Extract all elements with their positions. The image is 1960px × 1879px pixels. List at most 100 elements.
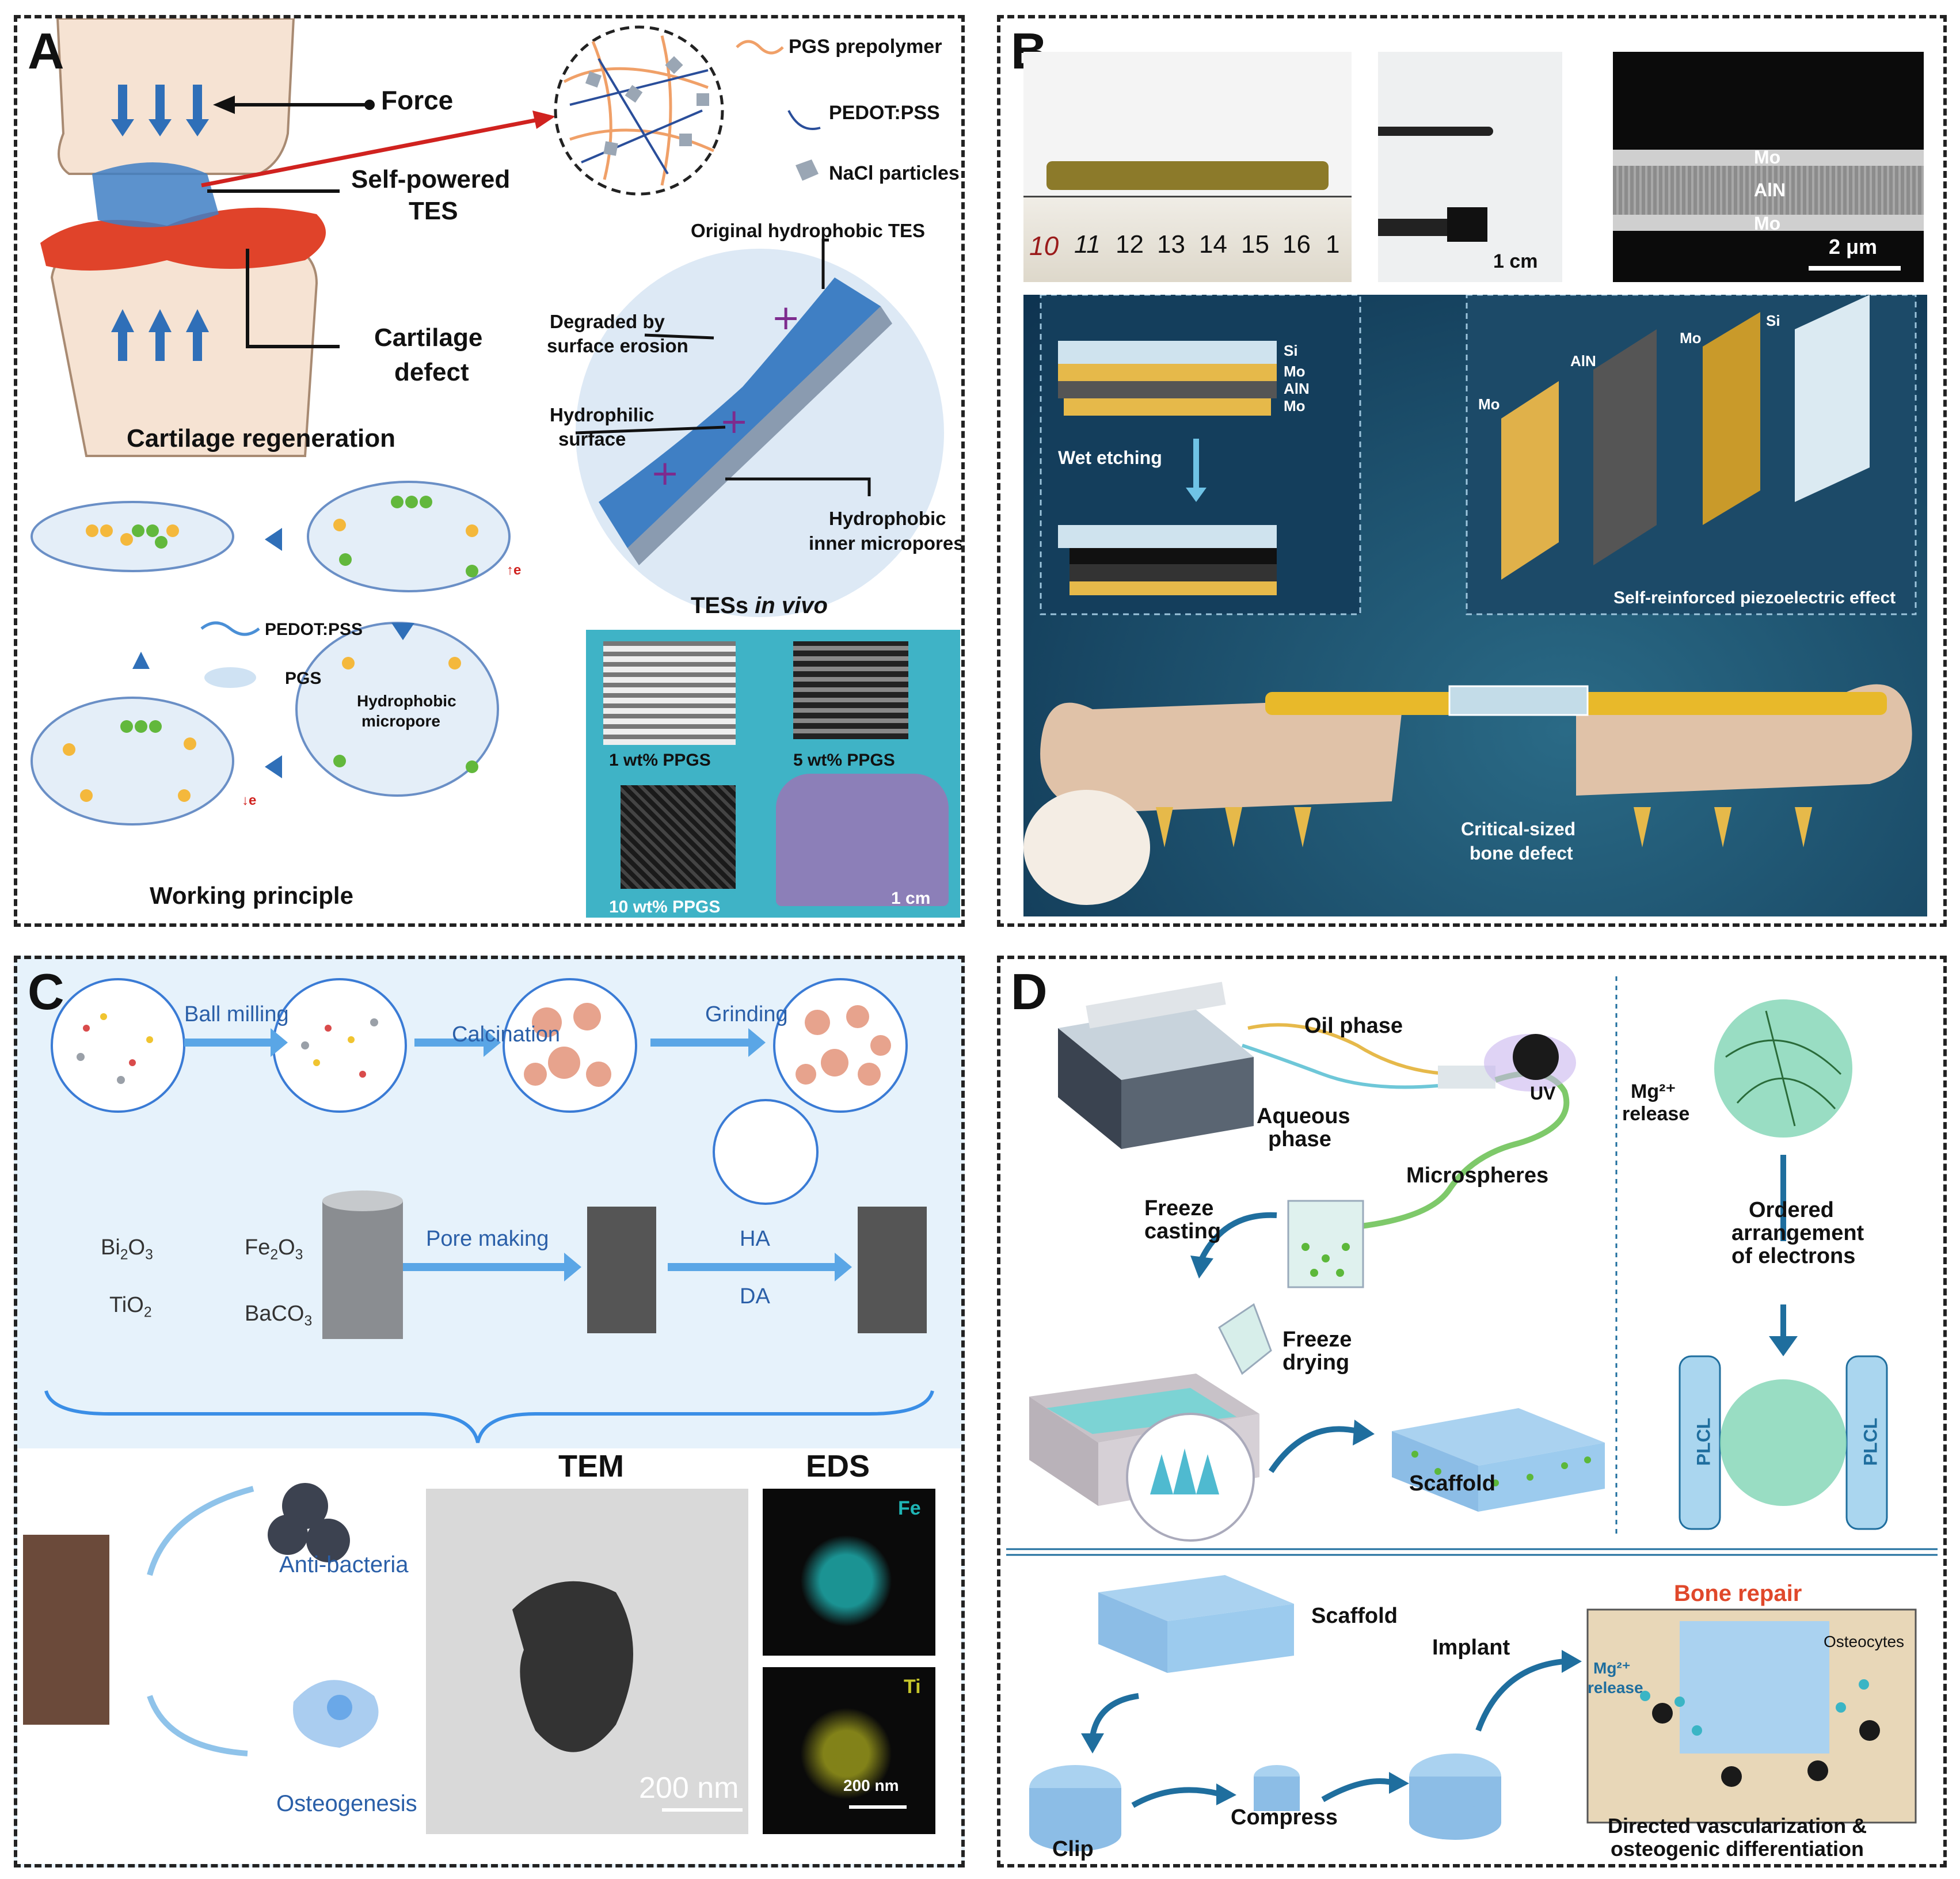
ruler-17: 1 <box>1326 230 1340 258</box>
plate-si-label: Si <box>1766 312 1780 329</box>
ruler-12: 12 <box>1116 230 1144 258</box>
piezo-illustration-graphics <box>1023 295 1917 905</box>
ruler-14: 14 <box>1199 230 1227 258</box>
ppgs-photo-grid: 1 wt% PPGS 5 wt% PPGS 10 wt% PPGS 1 cm <box>586 630 960 918</box>
sem-mo-top-label: Mo <box>1754 147 1781 168</box>
pore-making-label: Pore making <box>426 1227 549 1251</box>
bone-repair-label: Bone repair <box>1674 1581 1802 1606</box>
glove-photo <box>776 774 949 906</box>
ppgs-10-photo <box>621 785 736 889</box>
wet-etching-label: Wet etching <box>1058 447 1162 468</box>
oil-phase-label: Oil phase <box>1304 1014 1403 1038</box>
pedot-pss-label: PEDOT:PSS <box>829 102 940 124</box>
layer-mo-label: Mo <box>1284 363 1306 380</box>
osteocytes-label: Osteocytes <box>1824 1633 1905 1650</box>
ruler <box>1023 196 1352 282</box>
bone-defect-label: bone defect <box>1470 843 1573 864</box>
baco3-baco: BaCO <box>245 1302 305 1326</box>
ruler-13: 13 <box>1157 230 1185 258</box>
panel-c-label: C <box>28 963 64 1020</box>
sem-scale-label: 2 μm <box>1829 235 1878 258</box>
sem-scalebar <box>1809 266 1901 271</box>
fe2o3-o: O <box>278 1235 295 1260</box>
plcl-right-label: PLCL <box>1860 1417 1881 1466</box>
mg-release-label: Mg²⁺ <box>1631 1081 1676 1102</box>
bone-mg-label: Mg²⁺ <box>1593 1659 1631 1677</box>
critical-sized-label: Critical-sized <box>1461 819 1576 839</box>
ruler-photo: 10 11 12 13 14 15 16 1 <box>1023 52 1352 282</box>
svg-text:+: + <box>771 298 800 338</box>
bi2o3-bi: Bi <box>101 1235 120 1260</box>
plate-mo-label: Mo <box>1478 395 1500 413</box>
panel-a: + + + <box>14 15 965 927</box>
fe2o3-label: Fe2O3 <box>245 1235 303 1264</box>
freeze-casting-label: Freeze <box>1144 1196 1214 1220</box>
tes-word: TESs <box>691 593 749 618</box>
ppgs-5-label: 5 wt% PPGS <box>793 751 895 770</box>
electron-in-label: ↓e <box>242 793 257 808</box>
electron-out-label: ↑e <box>507 562 522 578</box>
sample-square <box>1447 207 1487 242</box>
micropore-label: micropore <box>361 712 440 730</box>
panel-d: D Oil phase UV Aqueous phase Microsphere… <box>997 956 1947 1867</box>
osteogenesis-label: Osteogenesis <box>276 1791 417 1816</box>
implant-label: Implant <box>1432 1635 1510 1660</box>
cartilage-regeneration-label: Cartilage regeneration <box>127 424 396 452</box>
bi2o3-o: O <box>128 1235 146 1260</box>
working-principle-label: Working principle <box>150 882 353 909</box>
surface-erosion-label: surface erosion <box>547 335 688 356</box>
ruler-10: 10 <box>1029 231 1059 261</box>
panel-b: B 10 11 12 13 14 15 16 1 1 cm Mo AlN Mo … <box>997 15 1947 927</box>
osteogenic-label: osteogenic differentiation <box>1611 1837 1864 1861</box>
bi2o3-sub2: 2 <box>120 1247 128 1263</box>
plate-mo2-label: Mo <box>1680 329 1702 347</box>
calcination-label: Calcination <box>452 1022 560 1047</box>
panel-d-label: D <box>1011 963 1048 1020</box>
self-reinforced-label: Self-reinforced piezoelectric effect <box>1613 588 1896 607</box>
piezo-illustration: Si Mo AlN Mo Wet etching Mo AlN Mo Si Se… <box>1023 295 1927 916</box>
microspheres-label: Microspheres <box>1406 1163 1549 1188</box>
cartilage-label: Cartilage <box>374 324 483 352</box>
ball-milling-label: Ball milling <box>184 1002 289 1026</box>
fe2o3-sub3: 3 <box>295 1247 303 1263</box>
hydrophilic-surface-label: surface <box>558 428 626 450</box>
tes-in-vivo-label: TESs in vivo <box>691 593 828 619</box>
electrode-plate <box>1046 161 1329 190</box>
sem-aln-label: AlN <box>1754 180 1786 200</box>
tem-scale-label: 200 nm <box>639 1771 739 1805</box>
eds-fe-label: Fe <box>898 1497 921 1519</box>
svg-text:+: + <box>720 401 748 442</box>
scaffold-bottom-label: Scaffold <box>1311 1604 1398 1628</box>
ppgs-10-label: 10 wt% PPGS <box>609 897 721 916</box>
hydrophilic-label: Hydrophilic <box>550 404 654 425</box>
panel-a-label: A <box>28 22 64 79</box>
eds-scale-label: 200 nm <box>843 1777 899 1794</box>
ppgs-scale-label: 1 cm <box>891 889 931 908</box>
sem-mo-top <box>1613 150 1924 166</box>
tio2-sub: 2 <box>143 1304 152 1321</box>
aqueous-label: Aqueous <box>1257 1104 1350 1128</box>
da-label: DA <box>740 1284 770 1309</box>
bi2o3-sub3: 3 <box>145 1247 153 1263</box>
eds-ti-map <box>800 1707 892 1800</box>
clip-label: Clip <box>1052 1837 1094 1861</box>
aqueous-phase-label: phase <box>1268 1127 1331 1151</box>
self-powered-tes-label: TES <box>409 197 458 225</box>
pgs-legend-label: PGS <box>285 669 322 688</box>
plcl-left-label: PLCL <box>1693 1417 1714 1466</box>
force-label: Force <box>381 85 454 115</box>
ordered-label: Ordered <box>1749 1198 1834 1222</box>
uv-label: UV <box>1530 1083 1556 1104</box>
compress-label: Compress <box>1231 1805 1338 1829</box>
casting-label: casting <box>1144 1219 1221 1243</box>
ppgs-1-label: 1 wt% PPGS <box>609 751 711 770</box>
inner-micropores-label: inner micropores <box>809 532 964 554</box>
layer-si-label: Si <box>1284 342 1298 359</box>
anti-bacteria-label: Anti-bacteria <box>279 1552 409 1577</box>
fe2o3-sub2: 2 <box>270 1247 279 1263</box>
layer-aln-label: AlN <box>1284 380 1310 397</box>
ha-label: HA <box>740 1227 770 1251</box>
drying-label: drying <box>1282 1351 1350 1375</box>
bone-release-label: release <box>1588 1679 1643 1697</box>
tweezer-bottom <box>1378 219 1447 236</box>
